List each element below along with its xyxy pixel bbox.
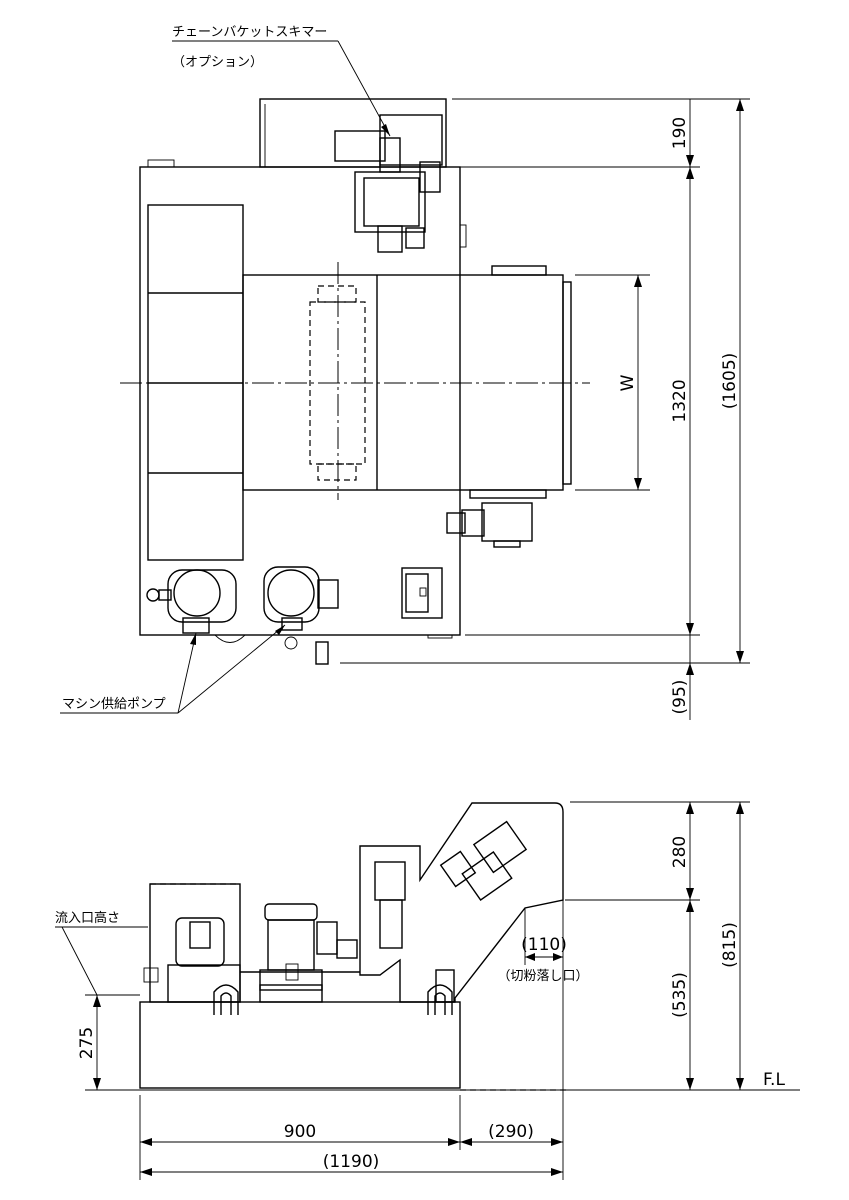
side-view: 流入口高さ 275 280 (535) (815) (110) （切粉落し口） … [55,801,800,1180]
dim-95: (95) [670,680,690,715]
side-tank [139,1001,461,1089]
skimmer-motor-body [334,130,386,162]
conveyor-incline [359,802,564,1003]
pump-label: マシン供給ポンプ [62,697,166,712]
dim-1190: (1190) [323,1152,380,1172]
outlet-label: （切粉落し口） [497,969,588,984]
dim-290: (290) [488,1122,534,1142]
skimmer-label-2: （オプション） [172,55,263,70]
dim-1320: 1320 [670,379,690,422]
inlet-label: 流入口高さ [55,910,120,926]
pump-right [263,566,339,650]
floor-label: F.L [763,1070,785,1090]
dim-w: W [618,374,638,391]
skimmer-box [379,114,443,166]
top-tank-outline [139,166,461,636]
skimmer-label-1: チェーンバケットスキマー [172,25,327,40]
bottom-port [315,641,329,665]
skimmer-gear [354,171,426,233]
control-box [401,567,443,619]
dim-815: (815) [720,922,740,968]
dim-280: 280 [670,836,690,868]
dim-1605: (1605) [720,353,740,410]
dim-900: 900 [284,1122,316,1142]
dim-535: (535) [670,972,690,1018]
dim-190: 190 [670,117,690,149]
top-tab [147,159,175,168]
top-view: チェーンバケットスキマー （オプション） マシン供給ポンプ 190 1320 (… [60,25,750,720]
skimmer-housing [259,98,447,168]
pump-left [146,569,237,634]
dim-275: 275 [77,1027,97,1059]
dim-110: (110) [521,935,567,955]
